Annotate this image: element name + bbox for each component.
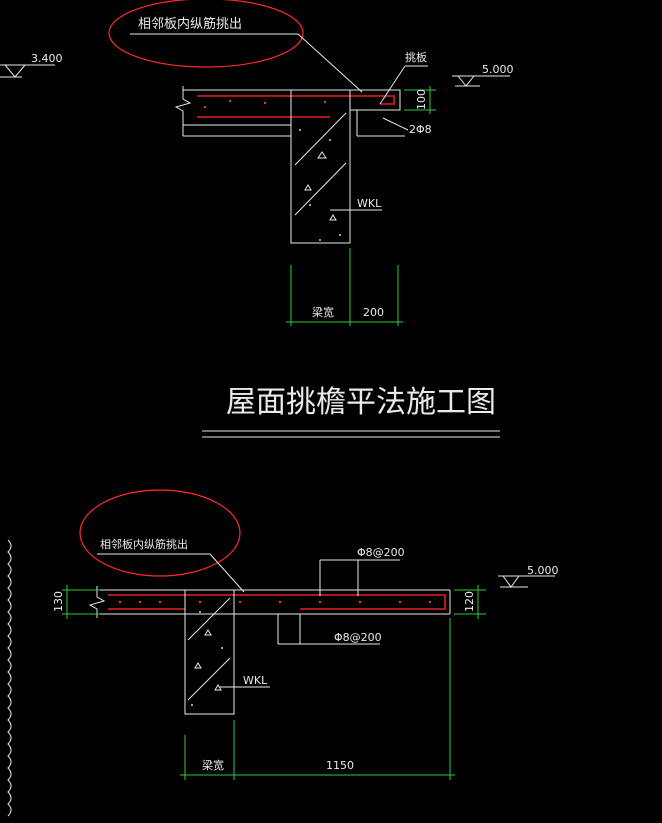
bottom-detail: 相邻板内纵筋挑出 WKL Φ8@2	[52, 489, 559, 780]
elevation-right-bottom: 5.000	[527, 564, 559, 577]
elevation-left-text: 3.400	[31, 52, 63, 65]
beam-label-top: WKL	[357, 197, 382, 210]
label-tiaoban: 挑板	[405, 50, 427, 64]
dim-beam-width-bottom: 梁宽	[202, 758, 224, 772]
dim-right-thickness: 120	[463, 591, 476, 612]
break-symbol-bottom	[88, 586, 106, 618]
dim-overhang-top: 200	[363, 306, 384, 319]
dim-beam-width-top: 梁宽	[312, 305, 334, 319]
callout-text-top: 相邻板内纵筋挑出	[138, 16, 242, 32]
label-rebar-top: 2Φ8	[409, 123, 432, 136]
dim-overhang-bottom: 1150	[326, 759, 354, 772]
beam-wkl-bottom	[184, 589, 235, 715]
left-edge-break-line	[7, 539, 12, 817]
top-detail: 相邻板内纵筋挑出 WKL	[108, 0, 514, 326]
dim-left-thickness: 130	[52, 591, 65, 612]
callout-ellipse-bottom	[79, 489, 241, 577]
label-bottom-rebar: Φ8@200	[334, 631, 382, 644]
break-symbol-top	[174, 86, 192, 136]
callout-ellipse-top	[108, 0, 304, 68]
beam-label-bottom: WKL	[243, 674, 268, 687]
elevation-right-top: 5.000	[482, 63, 514, 76]
dim-slab-thickness-top: 100	[415, 89, 428, 110]
beam-wkl-top	[290, 89, 351, 244]
callout-text-bottom: 相邻板内纵筋挑出	[100, 537, 188, 551]
label-top-rebar: Φ8@200	[357, 546, 405, 559]
elevation-marker-left: 3.400	[0, 52, 63, 78]
drawing-title: 屋面挑檐平法施工图	[226, 385, 496, 420]
